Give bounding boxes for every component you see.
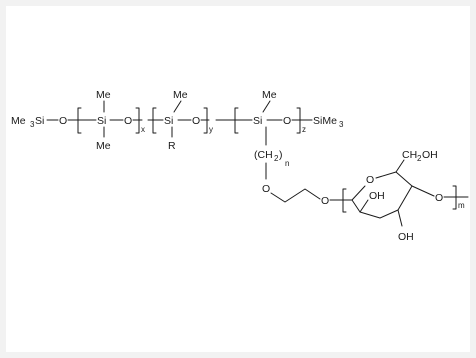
ring-bond	[351, 185, 366, 201]
ch2-open: (CH	[254, 149, 273, 161]
ch2-sub: 2	[274, 154, 279, 163]
ring-bond-lower	[351, 185, 413, 219]
bond	[173, 100, 182, 113]
subscript-y: y	[209, 125, 213, 134]
bond	[411, 185, 435, 197]
oxygen-3: O	[192, 115, 200, 127]
oxygen-ether: O	[262, 183, 270, 195]
subscript-n: n	[285, 159, 289, 168]
ring-oxygen: O	[366, 174, 374, 186]
si3-me-top: Me	[262, 89, 277, 101]
ethylene-bond	[270, 188, 321, 203]
ch2oh-ch: CH	[402, 149, 417, 161]
oxygen-link: O	[321, 195, 329, 207]
me3si-sub: 3	[30, 120, 35, 129]
oxygen-4: O	[283, 115, 291, 127]
si1-me-top: Me	[96, 89, 111, 101]
hydroxyl-2: OH	[398, 231, 414, 243]
oxygen-2: O	[124, 115, 132, 127]
ch2oh-oh: OH	[422, 149, 438, 161]
ring-bond	[375, 171, 413, 187]
sime3-sub: 3	[339, 120, 344, 129]
subscript-z: z	[302, 125, 306, 134]
bracket-y-close	[203, 107, 208, 134]
bracket-m-close	[452, 185, 457, 210]
me3si-si: Si	[35, 115, 44, 127]
subscript-x: x	[141, 125, 145, 134]
sime3: SiMe	[313, 115, 337, 127]
ch2oh-sub: 2	[417, 154, 422, 163]
subscript-m: m	[458, 201, 465, 210]
bond	[262, 100, 271, 113]
me3si-me: Me	[11, 115, 26, 127]
bracket-m-open	[342, 188, 347, 213]
hydroxyl-1: OH	[369, 190, 385, 202]
si2-me-top: Me	[173, 89, 188, 101]
si1-me-bot: Me	[96, 140, 111, 152]
bracket-x-open	[77, 107, 82, 134]
bracket-z-close	[296, 107, 301, 134]
oxygen-1: O	[59, 115, 67, 127]
bond	[395, 159, 405, 173]
bond	[359, 199, 369, 213]
si2-r: R	[168, 140, 176, 152]
ch2-close: )	[279, 149, 283, 161]
diagram-frame	[6, 6, 470, 352]
oxygen-right: O	[435, 192, 443, 204]
bond	[397, 209, 403, 227]
bracket-x-close	[135, 107, 140, 134]
silicon-1: Si	[97, 115, 106, 127]
silicon-2: Si	[164, 115, 173, 127]
silicon-3: Si	[253, 115, 262, 127]
